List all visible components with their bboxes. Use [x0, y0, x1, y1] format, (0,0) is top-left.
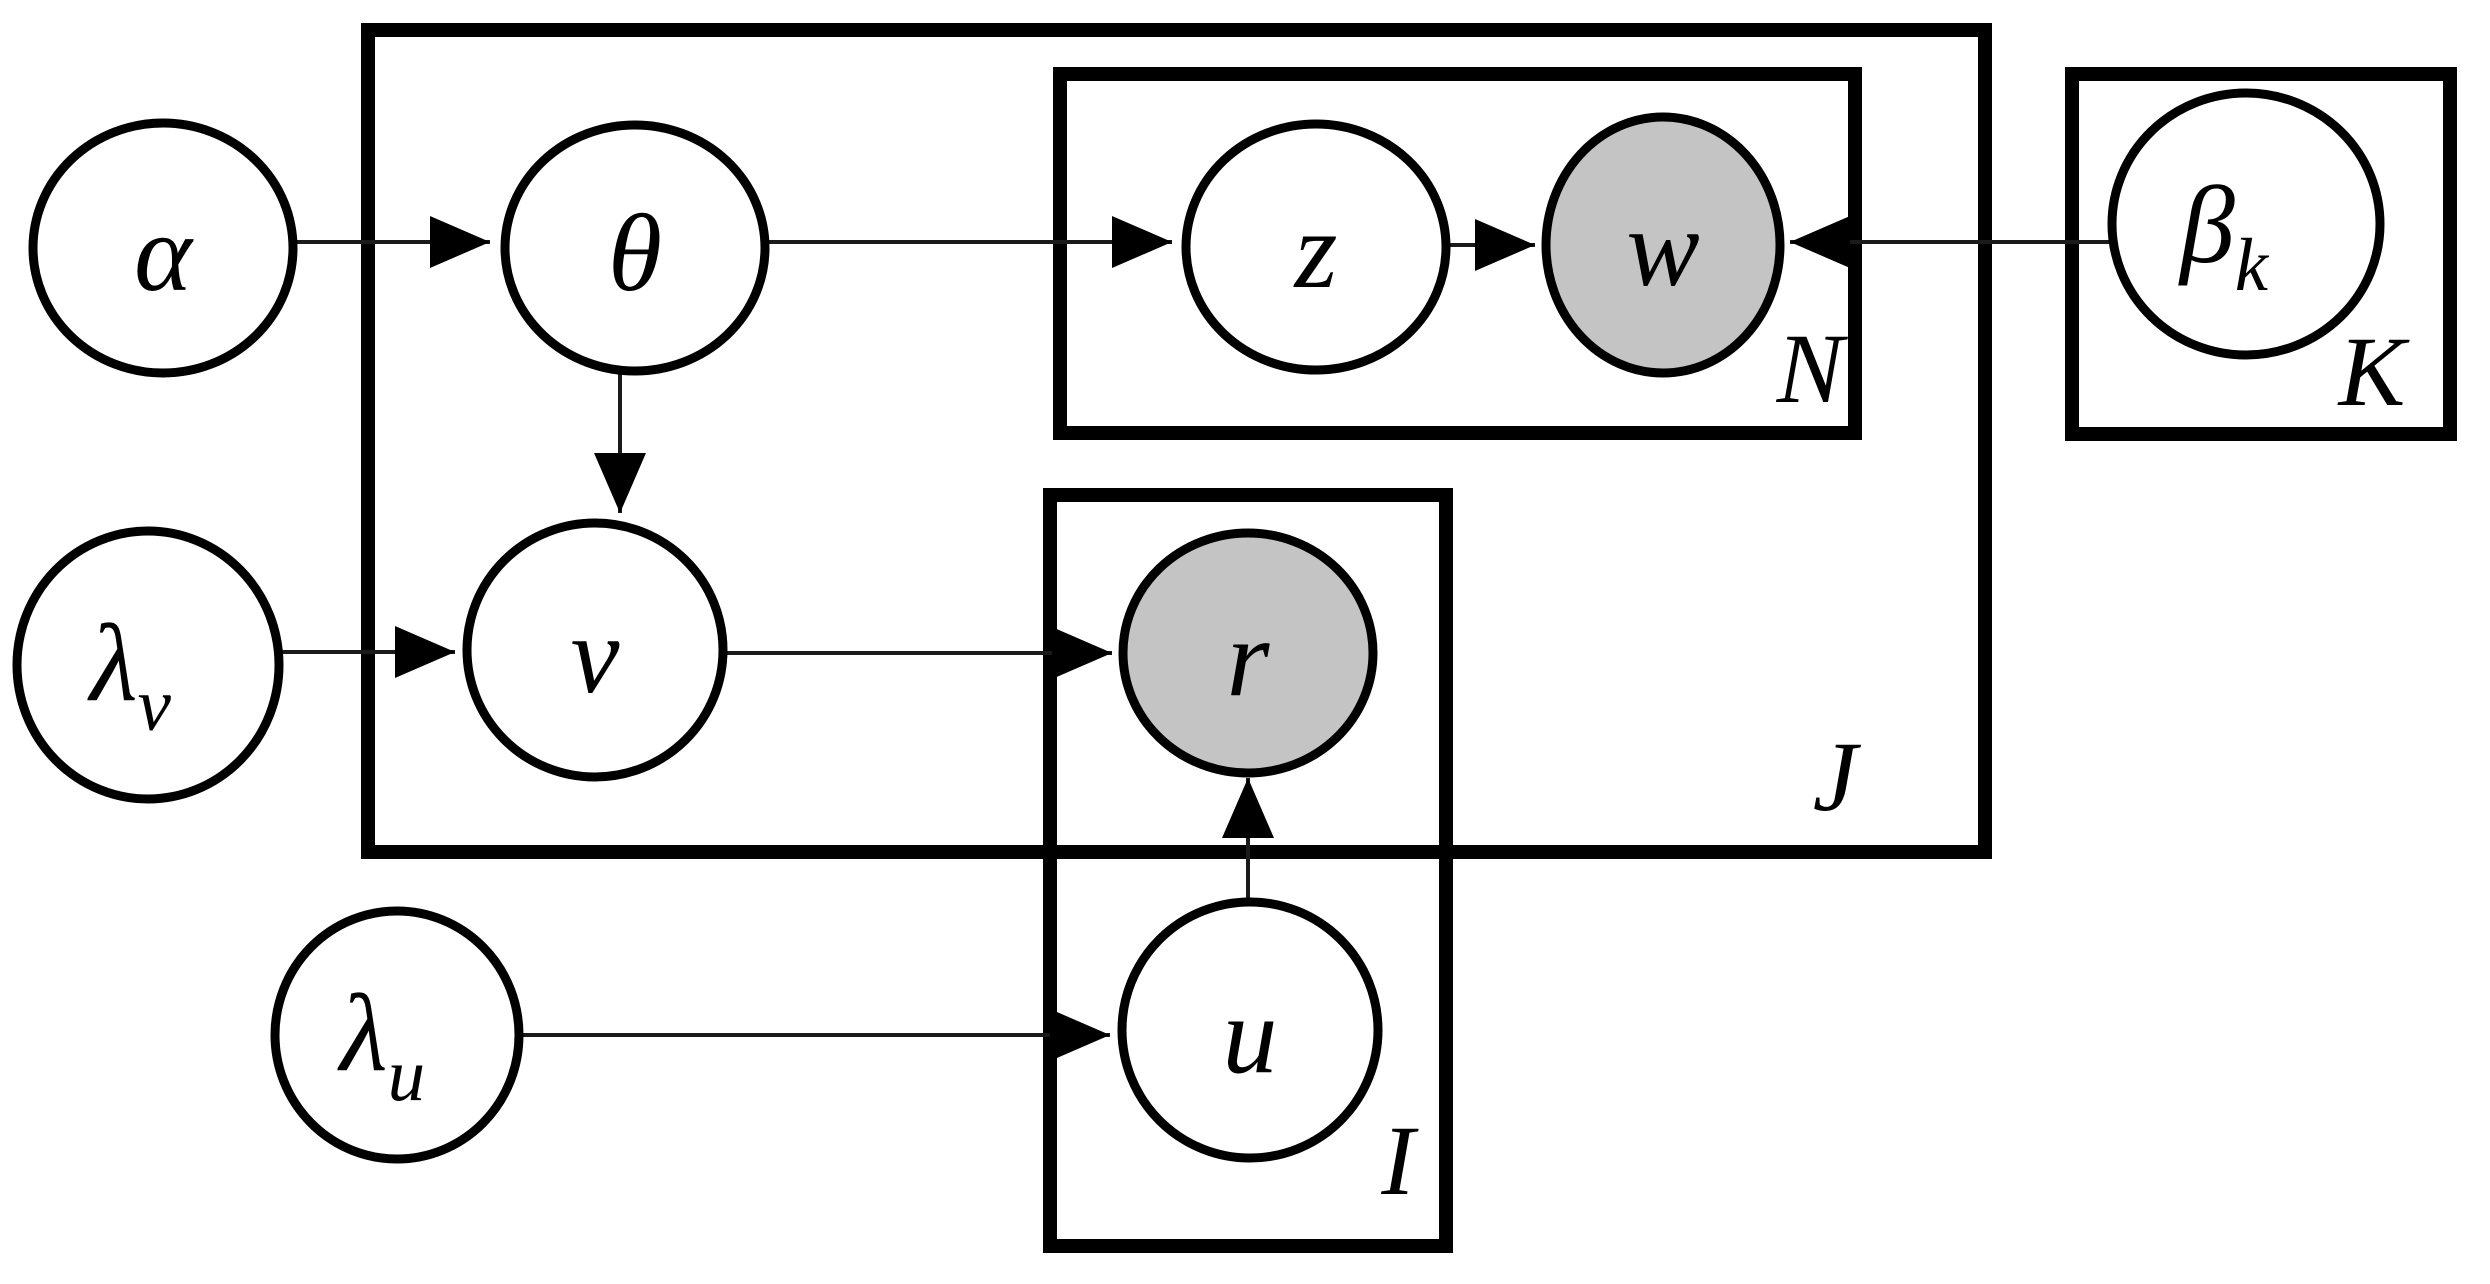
label-r: r [1227, 597, 1271, 719]
label-alpha: α [134, 192, 194, 314]
label-theta: θ [608, 192, 662, 314]
plate-label-I: I [1380, 1105, 1419, 1216]
label-z: z [1293, 189, 1338, 311]
plate-N [1053, 67, 1862, 440]
plate-label-K: K [2337, 316, 2410, 427]
plate-K [2065, 67, 2457, 441]
label-u: u [1223, 974, 1278, 1096]
label-beta-main: β [2178, 164, 2235, 286]
node-beta-k [2107, 88, 2385, 360]
label-lambdau-sub: u [388, 1034, 426, 1117]
node-r [1118, 528, 1378, 778]
label-beta-k: βk [2178, 164, 2270, 307]
node-theta [500, 120, 770, 376]
node-v [462, 518, 728, 782]
label-w: w [1626, 187, 1699, 309]
node-lambda-v [12, 526, 284, 804]
node-u [1117, 897, 1383, 1163]
node-lambda-u [270, 906, 524, 1164]
node-w [1541, 112, 1785, 378]
label-v: v [571, 594, 620, 716]
plate-I [1043, 488, 1453, 1253]
label-lambdau-main: λ [337, 972, 388, 1094]
label-lambda-u: λu [337, 972, 425, 1117]
node-alpha [28, 118, 298, 378]
plate-label-N: N [1776, 313, 1849, 424]
node-z [1181, 119, 1451, 375]
label-lambda-v: λv [87, 602, 172, 747]
label-beta-sub: k [2235, 224, 2270, 307]
label-lambdav-main: λ [87, 602, 138, 724]
label-lambdav-sub: v [138, 664, 172, 747]
plate-label-J: J [1813, 721, 1862, 832]
plate-J [361, 23, 1992, 859]
